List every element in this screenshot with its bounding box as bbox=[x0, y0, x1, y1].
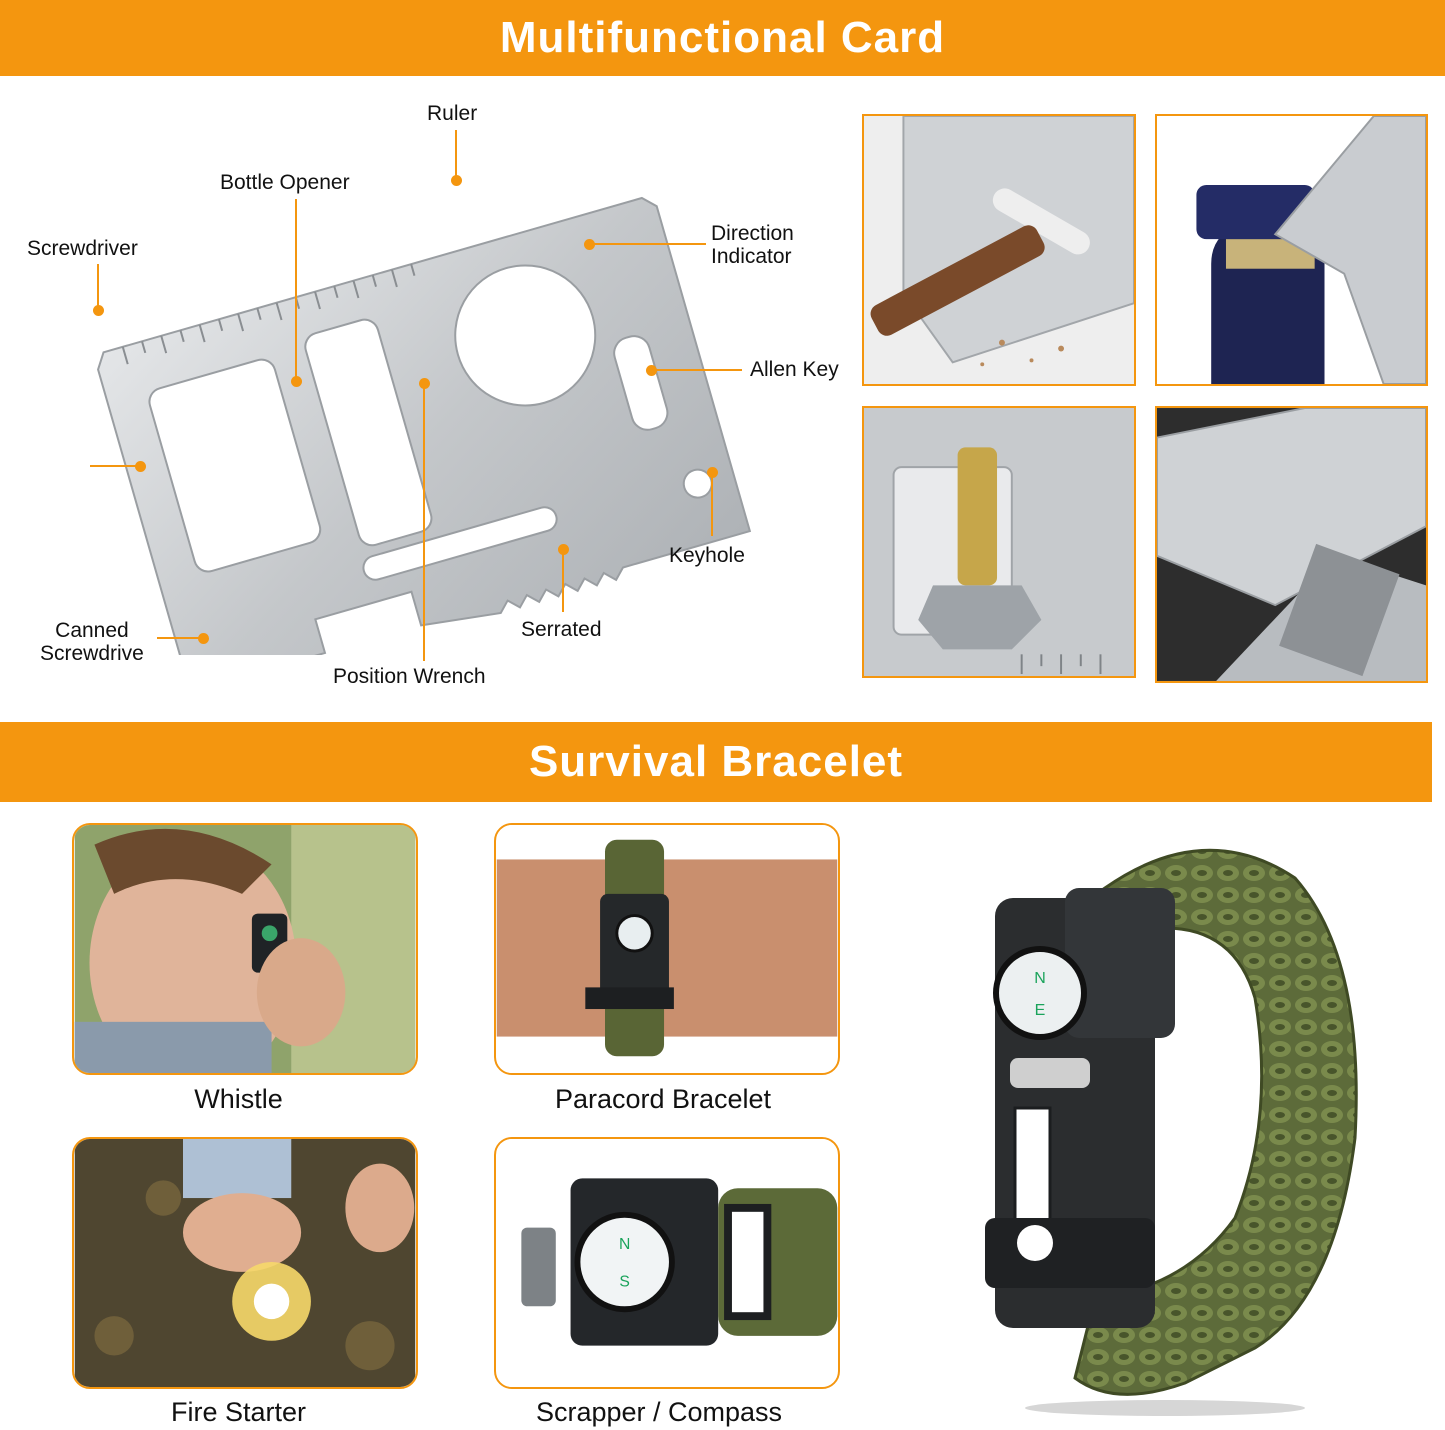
label-screwdriver: Screwdriver bbox=[27, 237, 138, 260]
leader-bottle-opener bbox=[295, 199, 297, 381]
caption-whistle: Whistle bbox=[194, 1084, 283, 1114]
label-bottle-opener: Bottle Opener bbox=[220, 171, 350, 194]
section-title-card: Multifunctional Card bbox=[0, 0, 1445, 76]
label-ruler: Ruler bbox=[427, 102, 478, 125]
leader-side-edge bbox=[90, 465, 140, 467]
label-serrated: Serrated bbox=[521, 618, 602, 641]
svg-text:N: N bbox=[619, 1236, 630, 1253]
photo-card-wrench-bolt bbox=[862, 406, 1136, 678]
leader-allen-key bbox=[650, 369, 742, 371]
caption-paracord: Paracord Bracelet bbox=[554, 1084, 772, 1114]
leader-position-wrench bbox=[423, 383, 425, 661]
label-allen-key: Allen Key bbox=[750, 358, 839, 381]
photo-whistle bbox=[72, 823, 418, 1075]
label-position-wrench: Position Wrench bbox=[333, 665, 486, 688]
dot-canned-screwdrive bbox=[198, 633, 209, 644]
svg-text:E: E bbox=[1035, 1002, 1046, 1019]
dot-side-edge bbox=[135, 461, 146, 472]
leader-ruler bbox=[455, 130, 457, 178]
dot-bottle-opener bbox=[291, 376, 302, 387]
label-direction-indicator: Direction Indicator bbox=[711, 222, 794, 268]
leader-canned-screwdrive bbox=[157, 637, 203, 639]
svg-text:S: S bbox=[619, 1274, 630, 1291]
leader-keyhole bbox=[711, 472, 713, 536]
dot-screwdriver bbox=[93, 305, 104, 316]
photo-fire-starter bbox=[72, 1137, 418, 1389]
photo-card-screwdriver bbox=[1155, 406, 1428, 683]
svg-text:N: N bbox=[1034, 970, 1046, 987]
photo-card-bottle-opener bbox=[1155, 114, 1428, 386]
leader-screwdriver bbox=[97, 264, 99, 310]
photo-scrapper-compass: N S bbox=[494, 1137, 840, 1389]
dot-keyhole bbox=[707, 467, 718, 478]
leader-direction-indicator bbox=[589, 243, 706, 245]
photo-card-saw-wood bbox=[862, 114, 1136, 386]
label-keyhole: Keyhole bbox=[669, 544, 745, 567]
paracord-bracelet-product: N E bbox=[985, 848, 1358, 1416]
label-canned-screwdrive: Canned Screwdrive bbox=[40, 619, 144, 665]
dot-direction-indicator bbox=[584, 239, 595, 250]
leader-serrated bbox=[562, 549, 564, 612]
caption-scrapper-compass: Scrapper / Compass bbox=[535, 1397, 783, 1427]
dot-serrated bbox=[558, 544, 569, 555]
dot-ruler bbox=[451, 175, 462, 186]
dot-allen-key bbox=[646, 365, 657, 376]
caption-fire-starter: Fire Starter bbox=[170, 1397, 307, 1427]
section-title-bracelet: Survival Bracelet bbox=[0, 722, 1432, 802]
photo-paracord-wrist bbox=[494, 823, 840, 1075]
